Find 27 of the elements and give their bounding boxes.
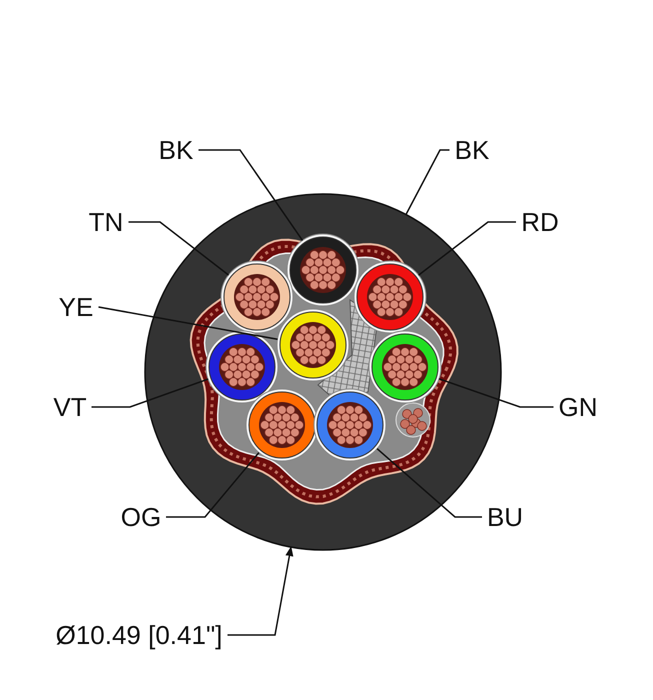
insulated-conductor (314, 388, 386, 462)
insulated-conductor (206, 330, 278, 404)
leader-line (418, 221, 516, 276)
insulated-conductor (276, 308, 350, 382)
leader-line (438, 378, 554, 408)
insulated-conductor (286, 234, 360, 306)
wire-code-label: YE (58, 293, 94, 321)
leader-line (198, 149, 304, 241)
wire-code-label: OG (120, 503, 162, 531)
insulated-conductor (246, 388, 318, 462)
leader-line (405, 149, 450, 215)
insulated-conductor (368, 330, 442, 404)
insulated-conductor (354, 260, 426, 334)
insulated-conductor (220, 260, 294, 334)
leader-line (228, 546, 294, 636)
wire-code-label: RD (521, 208, 559, 236)
wire-code-label: GN (558, 393, 598, 421)
wire-code-label: BK (454, 136, 490, 164)
wire-code-label: VT (53, 393, 87, 421)
leader-line (98, 306, 278, 340)
leader-line (128, 221, 229, 276)
leader-line (92, 378, 208, 408)
leader-line (376, 448, 482, 518)
wire-code-label: BK (158, 136, 194, 164)
wire-code-label: TN (88, 208, 124, 236)
diameter-label: Ø10.49 [0.41"] (56, 621, 222, 649)
wire-code-label: BU (486, 503, 524, 531)
